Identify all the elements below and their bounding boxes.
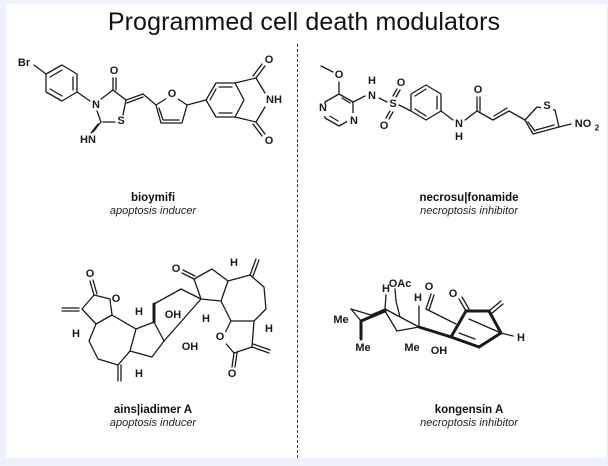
atom-label: O: [228, 368, 237, 380]
necrosulfonamide-caption: necrosu|fonamide necroptosis inhibitor: [339, 192, 599, 217]
atom-label: O: [425, 281, 434, 293]
atom-label: O: [265, 54, 274, 66]
atom-label: O: [172, 263, 181, 275]
atom-label: N: [350, 115, 358, 127]
figure-panel: Programmed cell death modulators Br N O …: [6, 4, 606, 458]
atom-label: N: [319, 102, 327, 114]
compound-name: kongensin A: [434, 404, 504, 416]
atom-label: OAc: [389, 278, 412, 290]
atom-label: O: [449, 288, 458, 300]
atom-label: N: [368, 90, 376, 102]
atom-label: H: [517, 332, 525, 344]
atom-label: O: [168, 88, 177, 100]
atom-label: 2: [595, 124, 600, 133]
atom-label: O: [112, 293, 121, 305]
atom-label: Me: [333, 314, 348, 326]
atom-label: H: [135, 368, 143, 380]
atom-label: S: [389, 98, 396, 110]
compound-name: bioymifi: [130, 192, 176, 204]
atom-label: NO: [575, 118, 592, 130]
atom-label: O: [335, 69, 344, 81]
compound-name: necrosu|fonamide: [419, 192, 519, 204]
atom-label: O: [265, 135, 274, 147]
atom-label: H: [265, 323, 273, 335]
atom-label: H: [72, 328, 80, 340]
ainsliadimer-caption: ains|iadimer A apoptosis inducer: [23, 404, 283, 429]
atom-label: H: [135, 306, 143, 318]
atom-label: O: [216, 331, 225, 343]
atom-label: OH: [431, 345, 448, 357]
atom-label: O: [110, 65, 119, 77]
atom-label: N: [455, 118, 463, 130]
bioymifi-caption: bioymifi apoptosis inducer: [23, 192, 283, 217]
atom-label: H: [368, 75, 376, 87]
bioymifi-structure: Br N O S HN O: [18, 54, 282, 147]
kongensin-caption: kongensin A necroptosis inhibitor: [339, 404, 599, 429]
atom-label: S: [117, 115, 124, 127]
compound-name: ains|iadimer A: [113, 404, 193, 416]
atom-label: H: [202, 313, 210, 325]
atom-label: N: [92, 99, 100, 111]
atom-label: O: [380, 120, 389, 132]
necrosulfonamide-structure: O N N H N S O O N H O: [318, 65, 600, 143]
atom-label: OH: [182, 341, 199, 353]
atom-label: O: [397, 77, 406, 89]
atom-label: Me: [355, 342, 370, 354]
atom-label: Me: [404, 342, 419, 354]
atom-label: OH: [165, 309, 182, 321]
atom-label: NH: [266, 94, 282, 106]
compound-role: apoptosis inducer: [109, 205, 197, 217]
compound-role: necroptosis inhibitor: [420, 205, 518, 217]
atom-label: H: [382, 283, 390, 295]
compound-role: necroptosis inhibitor: [420, 417, 518, 429]
kongensin-structure: Me Me H OAc H O Me OH O H: [333, 278, 525, 357]
atom-label: S: [543, 100, 550, 112]
atom-label: O: [86, 268, 95, 280]
atom-label: HN: [80, 134, 96, 146]
dashed-divider: [297, 44, 298, 458]
figure-title: Programmed cell death modulators: [107, 8, 501, 36]
atom-label: H: [455, 131, 463, 143]
compound-role: apoptosis inducer: [109, 417, 197, 429]
atom-label: O: [474, 84, 483, 96]
atom-label: H: [414, 292, 422, 304]
atom-label: H: [230, 257, 238, 269]
ainsliadimer-structure: O O H H H OH OH O H H O O H: [61, 257, 273, 382]
atom-label: Br: [18, 57, 31, 69]
